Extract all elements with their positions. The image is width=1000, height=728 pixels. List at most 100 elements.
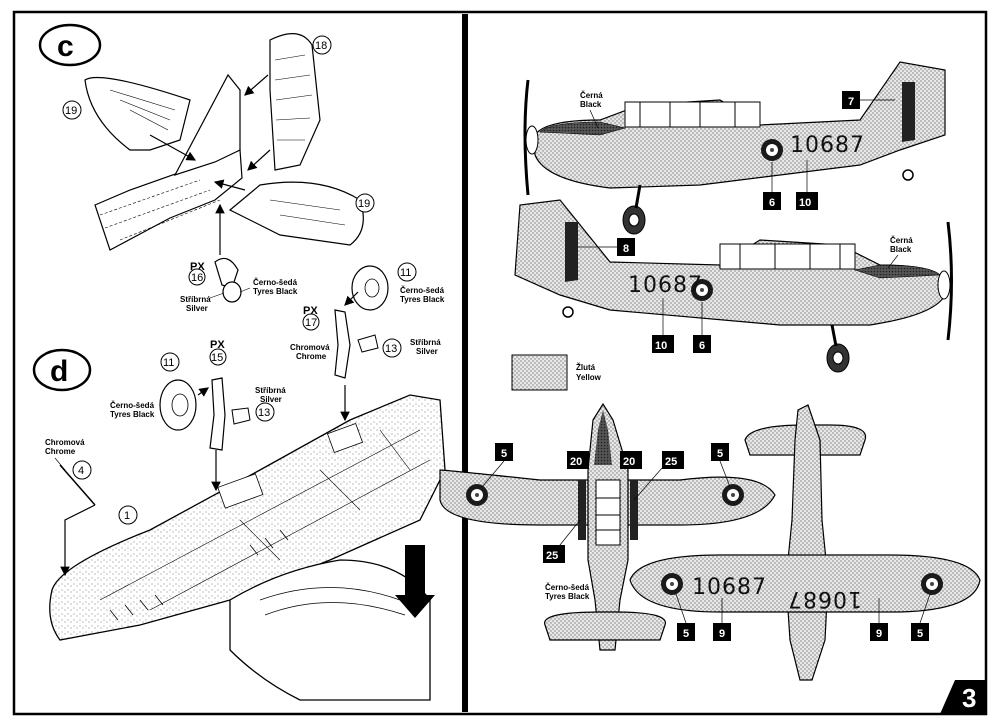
serial-side-2: 10687 [628, 273, 703, 298]
decal-number: 8 [623, 243, 629, 255]
decal-number: 5 [717, 448, 723, 460]
decal-box [620, 451, 642, 469]
main-wheel-hub [364, 278, 380, 298]
color-legend: Žlutá Yellow [511, 354, 602, 391]
right-stabilizer [228, 181, 364, 246]
part-circle [62, 100, 82, 120]
part-circle [188, 268, 206, 286]
decal-box [796, 192, 818, 210]
label-stribrna: Stříbrná [180, 295, 211, 304]
leader [239, 287, 251, 293]
decal-box [711, 443, 729, 461]
part-number: 16 [191, 272, 203, 284]
leader [559, 519, 581, 546]
px-17-label: PX [303, 305, 318, 317]
page-border [12, 10, 988, 716]
label-stribrna: Stříbrná [410, 338, 441, 347]
step-c-badge [38, 23, 102, 67]
vertical-fin [173, 73, 241, 177]
bottom-roundel-right-center [930, 582, 934, 586]
part-circle [209, 348, 227, 366]
main-wheel-2-hub [832, 351, 844, 365]
tail-wheel-1 [902, 169, 914, 181]
decal-number: 10 [799, 197, 811, 209]
part-circle [160, 352, 180, 372]
part-circle [118, 505, 138, 525]
label-silver: Silver [186, 304, 208, 313]
label-cerno-seda: Černo-šedá [110, 401, 155, 410]
decal-number: 10 [655, 340, 667, 352]
leader [589, 109, 599, 129]
canopy-frames-2 [739, 244, 841, 269]
top-anti-glare [594, 410, 612, 465]
label-chromova: Chromová [290, 343, 330, 352]
top-canopy-frames [596, 497, 620, 531]
walkway-left [578, 480, 586, 540]
wheel-arrow [197, 387, 209, 397]
decal-box [763, 192, 781, 210]
step-d-badge [32, 348, 92, 392]
label-zluta: Žlutá [576, 363, 596, 372]
decal-number: 7 [848, 96, 854, 108]
label-cerno-seda: Černo-šedá [400, 286, 445, 295]
tailwheel [222, 281, 242, 303]
decal-box [652, 335, 674, 353]
leader [633, 467, 663, 501]
leader [919, 593, 931, 624]
decal-number: 5 [683, 628, 689, 640]
yellow-swatch [511, 354, 568, 391]
part-number: 4 [78, 465, 84, 477]
serial-bottom-left: 10687 [692, 575, 767, 600]
label-chrome: Chrome [296, 352, 327, 361]
decal-number: 5 [917, 628, 923, 640]
tail-fuselage [94, 149, 243, 251]
top-roundel-right-center [731, 493, 735, 497]
part-circle [302, 313, 320, 331]
bottom-wing [629, 554, 981, 613]
label-cerno-seda: Černo-šedá [253, 278, 298, 287]
px-15-label: PX [210, 339, 225, 351]
wing-panel-lines [99, 429, 431, 611]
left-stab-lines [109, 89, 176, 131]
label-tyres-black: Tyres Black [110, 410, 155, 419]
decal-box [495, 443, 513, 461]
label-tyres-black: Tyres Black [545, 592, 590, 601]
decal-number: 5 [501, 448, 507, 460]
part-circle [312, 35, 332, 55]
page-number: 3 [962, 683, 976, 713]
pitot-arrow [60, 504, 96, 577]
leader [719, 460, 731, 488]
label-cerno-seda: Černo-šedá [545, 583, 590, 592]
side-view-right: 10687 8 10 6 Černá Black [514, 199, 953, 373]
page-divider [462, 14, 468, 712]
step-d: d Chromová Chrome 4 1 11 Černo-šedá Tyre… [32, 339, 446, 701]
label-yellow: Yellow [576, 373, 602, 382]
label-silver: Silver [260, 395, 282, 404]
wing-flap-ribs [109, 529, 289, 621]
spinner-1 [525, 125, 539, 155]
wing-root-fillet [229, 559, 431, 701]
rudder-arrow-2 [247, 149, 271, 171]
leader [481, 460, 505, 488]
fin-band-2 [565, 222, 578, 282]
serial-side-1: 10687 [790, 133, 865, 158]
leader [209, 292, 225, 299]
wheel-arrow [344, 291, 359, 306]
decal-box [677, 623, 695, 641]
part-number: 13 [385, 343, 397, 355]
decal-box [662, 451, 684, 469]
decal-number: 6 [699, 340, 705, 352]
decal-number: 25 [665, 456, 677, 468]
strut-link [357, 334, 379, 353]
label-tyres-black: Tyres Black [400, 295, 445, 304]
decal-box [617, 238, 635, 256]
tail-wheel-2 [562, 306, 574, 318]
wing-hatch [217, 473, 264, 509]
strut-1 [634, 184, 642, 209]
label-tyres-black: Tyres Black [253, 287, 298, 296]
canopy-2 [719, 243, 856, 270]
strut-2 [830, 324, 838, 347]
decal-number: 9 [876, 628, 882, 640]
tail-fuselage-lines [99, 179, 221, 241]
